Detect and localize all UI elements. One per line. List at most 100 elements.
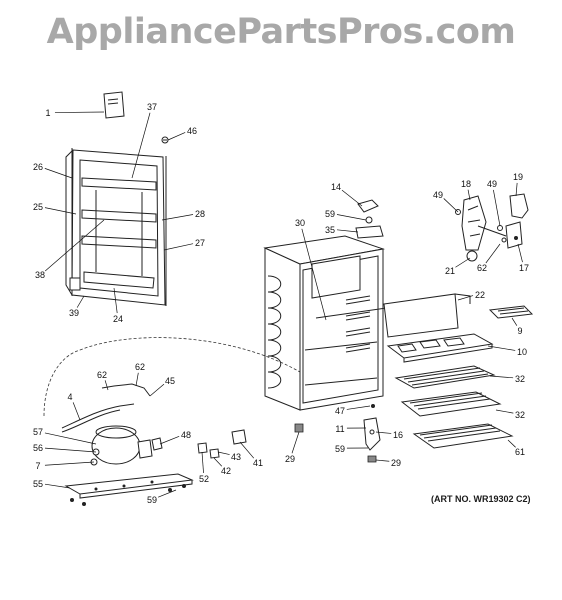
- callout-leader-9: [511, 317, 518, 326]
- callout-61: 61: [515, 447, 525, 457]
- callout-leader-38: [44, 219, 105, 272]
- callout-9: 9: [517, 326, 522, 336]
- callout-leader-17: [517, 243, 523, 263]
- callout-45: 45: [165, 376, 175, 386]
- callout-30: 30: [295, 218, 305, 228]
- callout-leader-27: [163, 243, 194, 251]
- callout-leader-22: [457, 295, 474, 301]
- callout-26: 26: [33, 162, 43, 172]
- art-number: (ART NO. WR19302 C2): [431, 494, 531, 504]
- callout-55: 55: [33, 479, 43, 489]
- evaporator: [311, 255, 361, 299]
- callout-32: 32: [515, 374, 525, 384]
- callout-leader-52: [201, 451, 204, 474]
- crisper-cover: [412, 423, 514, 449]
- callout-49: 49: [433, 190, 443, 200]
- cabinet-side-coils: [267, 275, 282, 389]
- callout-leader-28: [161, 214, 194, 221]
- callout-47: 47: [335, 406, 345, 416]
- callout-leader-1: [54, 111, 105, 113]
- callout-leader-30: [301, 228, 327, 321]
- callout-1: 1: [45, 108, 50, 118]
- callout-38: 38: [35, 270, 45, 280]
- callout-leader-18: [467, 189, 471, 201]
- callout-leader-24: [113, 287, 118, 314]
- callout-leader-19: [515, 182, 518, 197]
- callout-39: 39: [69, 308, 79, 318]
- callout-7: 7: [35, 461, 40, 471]
- callout-leader-16: [375, 431, 392, 434]
- callout-11: 11: [335, 424, 344, 434]
- callout-62: 62: [477, 263, 487, 273]
- callout-leader-42: [213, 457, 223, 467]
- ice-tray: [488, 305, 534, 319]
- callout-59: 59: [335, 444, 345, 454]
- callout-leader-57: [44, 432, 97, 445]
- callout-16: 16: [393, 430, 403, 440]
- callout-leader-55: [44, 483, 71, 489]
- callout-25: 25: [33, 202, 43, 212]
- site-watermark: AppliancePartsPros.com: [46, 12, 516, 52]
- callout-leader-29: [375, 459, 390, 462]
- callout-leader-48: [159, 436, 180, 445]
- shelf-upper: [394, 365, 496, 389]
- callout-59: 59: [147, 495, 157, 505]
- callout-57: 57: [33, 427, 43, 437]
- callout-29: 29: [285, 454, 295, 464]
- callout-leader-29: [291, 431, 300, 454]
- callout-leader-10: [487, 345, 516, 351]
- base-plate: [64, 473, 194, 506]
- callout-leader-32: [495, 409, 514, 414]
- callout-62: 62: [97, 370, 107, 380]
- shelf-lower: [400, 391, 502, 417]
- callout-24: 24: [113, 314, 123, 324]
- callout-leader-62: [104, 380, 109, 391]
- callout-29: 29: [391, 458, 401, 468]
- callout-4: 4: [67, 392, 72, 402]
- callout-leader-7: [44, 461, 95, 466]
- callout-18: 18: [461, 179, 471, 189]
- callout-leader-21: [455, 257, 471, 268]
- callout-48: 48: [181, 430, 191, 440]
- callout-52: 52: [199, 474, 209, 484]
- callout-27: 27: [195, 238, 205, 248]
- callout-leader-59: [336, 214, 367, 221]
- callout-32: 32: [515, 410, 525, 420]
- drip-tray: [386, 333, 494, 363]
- cabinet-bottom-parts: [294, 404, 381, 463]
- callout-leader-61: [507, 439, 516, 448]
- callout-59: 59: [325, 209, 335, 219]
- freezer-door: [383, 293, 471, 338]
- callout-leader-37: [131, 112, 151, 179]
- callout-leader-62: [135, 372, 139, 387]
- callout-leader-46: [167, 132, 186, 141]
- callout-leader-49: [443, 198, 459, 213]
- callout-leader-4: [72, 402, 81, 421]
- callout-leader-56: [44, 447, 97, 453]
- sealed-system-tubing: [43, 337, 301, 433]
- callout-10: 10: [517, 347, 527, 357]
- compressor: [90, 425, 153, 466]
- callout-leader-59: [158, 489, 177, 498]
- door-gasket: [71, 148, 167, 306]
- callout-leader-26: [44, 168, 73, 179]
- callout-37: 37: [147, 102, 157, 112]
- callout-19: 19: [513, 172, 523, 182]
- control-housing: [455, 193, 529, 262]
- callout-leader-45: [149, 383, 165, 397]
- callout-leader-lines: [44, 111, 523, 498]
- callout-62: 62: [135, 362, 145, 372]
- callout-leader-35: [336, 229, 359, 233]
- door-shelves: [81, 177, 157, 289]
- door-assembly: [65, 148, 167, 306]
- door-outer-panel: [65, 149, 166, 306]
- callout-21: 21: [445, 266, 455, 276]
- callout-28: 28: [195, 209, 205, 219]
- cabinet-assembly: [263, 235, 401, 411]
- callout-leader-41: [239, 441, 255, 459]
- callout-41: 41: [253, 458, 263, 468]
- thermostat-parts: [355, 199, 384, 239]
- callout-46: 46: [187, 126, 197, 136]
